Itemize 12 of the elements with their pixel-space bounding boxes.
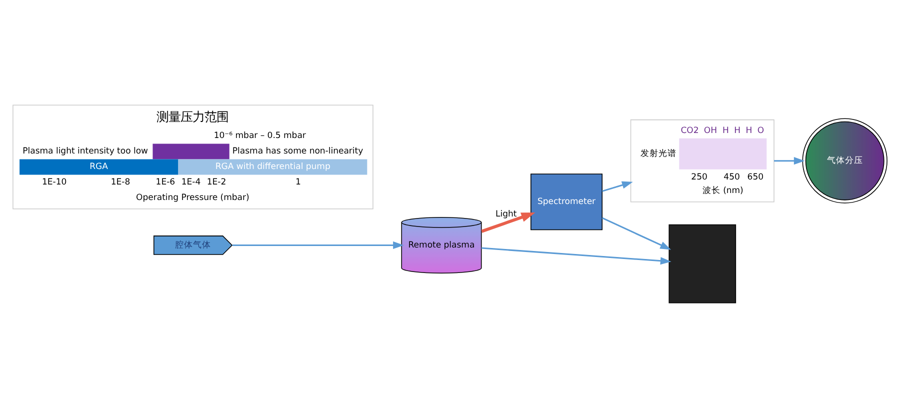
arrow bbox=[602, 217, 672, 250]
edge-label: Light bbox=[496, 209, 517, 220]
node-box: 测量压力范围 10⁻⁶ mbar – 0.5 mbar Plasma light intensity too low Plasma has some non-linearity RGA RGA with differential pump 1E-10 1E-8 1E-6 1E-4 1E-2 1 Operating Pressure (mbar) bbox=[12, 104, 374, 210]
node-box: 发射光谱 CO2 OH H H H O 250 450 650 波长 (nm) bbox=[630, 119, 774, 202]
node-box bbox=[668, 224, 736, 304]
arrow bbox=[602, 181, 633, 192]
arrow bbox=[232, 241, 404, 250]
arrow bbox=[481, 247, 672, 265]
arrow bbox=[481, 212, 536, 233]
node-box: Spectrometer bbox=[530, 174, 603, 230]
arrow bbox=[774, 157, 805, 165]
node-circle: 气体分压 bbox=[802, 118, 888, 204]
